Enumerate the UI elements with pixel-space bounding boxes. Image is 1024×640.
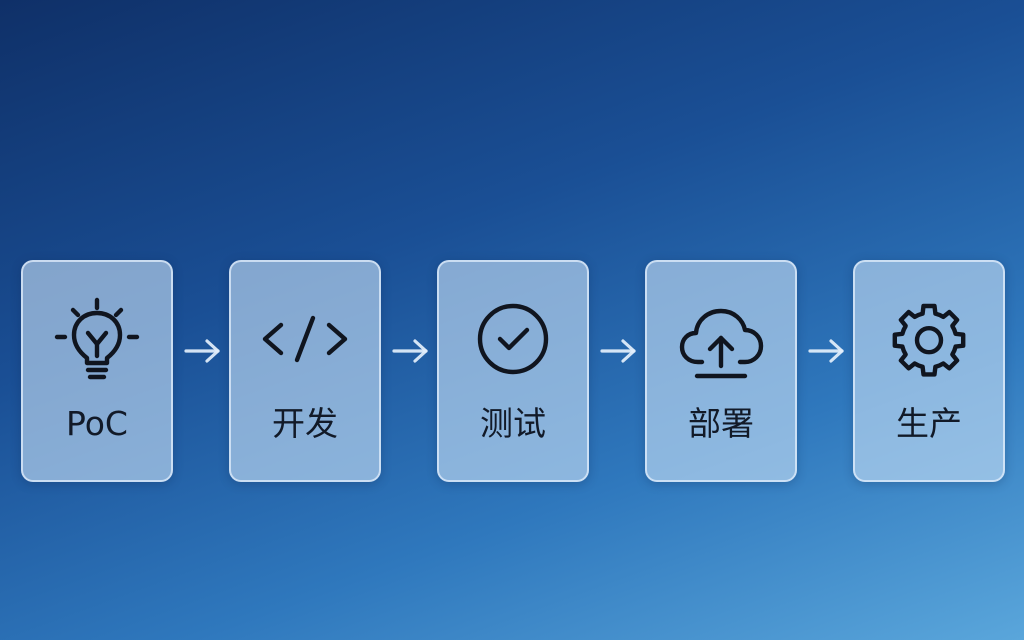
stage-card-production: 生产 bbox=[853, 260, 1005, 482]
stage-label: 部署 bbox=[688, 404, 754, 443]
stage-label: 生产 bbox=[896, 404, 962, 443]
right-arrow-icon bbox=[391, 336, 431, 366]
cloud-upload-icon bbox=[647, 296, 795, 386]
stage-label: 测试 bbox=[480, 404, 546, 443]
stage-card-deployment: 部署 bbox=[645, 260, 797, 482]
stage-card-development: 开发 bbox=[229, 260, 381, 482]
check-circle-icon bbox=[439, 296, 587, 386]
right-arrow-icon bbox=[807, 336, 847, 366]
stage-label: PoC bbox=[66, 404, 128, 443]
stage-label: 开发 bbox=[272, 404, 338, 443]
right-arrow-icon bbox=[183, 336, 223, 366]
lightbulb-icon bbox=[23, 296, 171, 386]
right-arrow-icon bbox=[599, 336, 639, 366]
stage-card-poc: PoC bbox=[21, 260, 173, 482]
stage-card-testing: 测试 bbox=[437, 260, 589, 482]
pipeline-flow: PoC 开发 测试 bbox=[21, 260, 1007, 482]
gear-icon bbox=[855, 296, 1003, 386]
code-brackets-icon bbox=[231, 296, 379, 386]
